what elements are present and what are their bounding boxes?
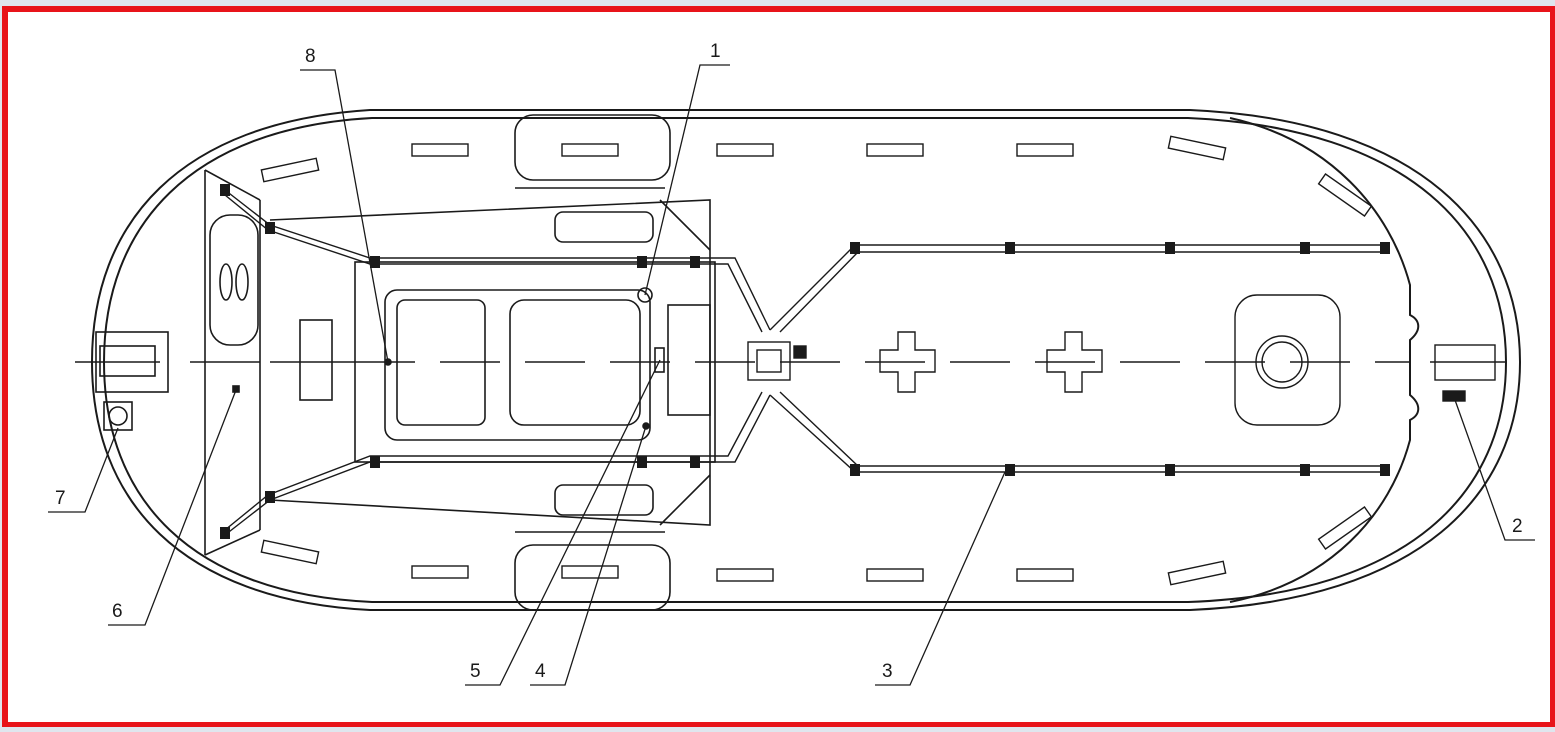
non-slip-pad: [260, 539, 320, 565]
leader-3: [875, 471, 1006, 686]
non-slip-pad: [1167, 135, 1227, 161]
stern-fitting: [103, 401, 133, 431]
liferaft-top: [514, 114, 671, 181]
stanchion-post: [637, 456, 647, 468]
cabin-hatch-bottom: [554, 484, 654, 516]
stern-hatch: [209, 214, 259, 346]
non-slip-pad: [1016, 568, 1074, 582]
steering-post: [654, 347, 665, 373]
stanchion-post: [1300, 242, 1310, 254]
non-slip-pad: [716, 568, 774, 582]
non-slip-pad: [411, 143, 469, 157]
non-slip-pad: [411, 565, 469, 579]
callout-8: 8: [305, 46, 316, 67]
stern-fitting-circle: [108, 406, 128, 426]
aft-hatch: [299, 319, 333, 401]
centre-bollard-pin: [793, 345, 807, 359]
hull-outline-inner: [102, 117, 1508, 603]
stanchion-post: [1005, 464, 1015, 476]
stanchion-post: [1165, 242, 1175, 254]
fore-hatch: [1234, 294, 1341, 426]
centerline: [190, 294, 1505, 426]
aft-drain: [232, 385, 240, 393]
stanchion-post: [690, 256, 700, 268]
hull-outline-outer: [90, 109, 1522, 611]
cabin-hatch-top: [554, 211, 654, 243]
non-slip-pad: [1016, 143, 1074, 157]
stanchion-post: [850, 242, 860, 254]
callout-3: 3: [882, 661, 893, 682]
cross-bitt-2: [1046, 331, 1103, 393]
non-slip-pad: [561, 143, 619, 157]
non-slip-pad: [866, 568, 924, 582]
stanchion-post: [1300, 464, 1310, 476]
cabin-vent: [637, 287, 653, 303]
callout-2: 2: [1512, 516, 1523, 537]
callout-7: 7: [55, 488, 66, 509]
leader-2: [1454, 399, 1535, 541]
centre-bollard-inner: [756, 349, 782, 373]
stanchion-post: [1165, 464, 1175, 476]
stanchion-post: [265, 491, 275, 503]
bow-light: [1442, 390, 1466, 402]
leaders: [48, 64, 1535, 686]
non-slip-pad: [1167, 560, 1227, 586]
stern-tow-hook: [99, 345, 156, 377]
non-slip-pad: [561, 565, 619, 579]
non-slip-pads: [260, 135, 1373, 586]
stanchion-post: [220, 527, 230, 539]
stern-winch-1: [219, 263, 233, 301]
stanchion-post: [370, 456, 380, 468]
stanchion-post: [1380, 242, 1390, 254]
leader-5: [465, 359, 661, 686]
aft-deck-chamfer-bottom: [204, 529, 261, 556]
callout-6: 6: [112, 601, 123, 622]
fore-hatch-porthole: [1255, 335, 1309, 389]
callout-1: 1: [710, 41, 721, 62]
stanchion-post: [370, 256, 380, 268]
leader-8: [300, 69, 389, 363]
non-slip-pad: [260, 157, 320, 183]
leader-6: [108, 389, 237, 626]
callout-labels: 1 2 3 4 5 6 7 8: [55, 41, 1523, 682]
fore-hatch-porthole-inner: [1261, 341, 1303, 383]
cross-bitt-1: [879, 331, 936, 393]
centre-bollard: [747, 341, 791, 381]
callout-5: 5: [470, 661, 481, 682]
bow-rail: [1229, 117, 1420, 603]
cabin-corner-top: [659, 199, 711, 251]
callout-4: 4: [535, 661, 546, 682]
non-slip-pad: [866, 143, 924, 157]
windscreen: [667, 304, 711, 416]
non-slip-pad: [716, 143, 774, 157]
stanchion-post: [1005, 242, 1015, 254]
stanchion-post: [265, 222, 275, 234]
cockpit-well: [384, 289, 651, 441]
leader-1: [644, 64, 730, 296]
liferaft-bottom: [514, 544, 671, 611]
stern-winch-2: [235, 263, 249, 301]
diagram-frame: [2, 6, 1555, 728]
non-slip-pad: [1317, 173, 1373, 217]
stanchions: [220, 184, 1390, 539]
aft-deck-chamfer-top: [204, 169, 261, 201]
leader-7: [48, 427, 119, 513]
stanchion-post: [637, 256, 647, 268]
stanchion-post: [220, 184, 230, 196]
non-slip-pad: [1317, 506, 1373, 550]
leader-4: [530, 425, 647, 686]
stanchion-post: [1380, 464, 1390, 476]
cabin-corner-bottom: [659, 474, 711, 526]
stanchion-post: [690, 456, 700, 468]
stanchion-post: [850, 464, 860, 476]
hull: [90, 109, 1522, 611]
aft-deck: [75, 169, 333, 556]
